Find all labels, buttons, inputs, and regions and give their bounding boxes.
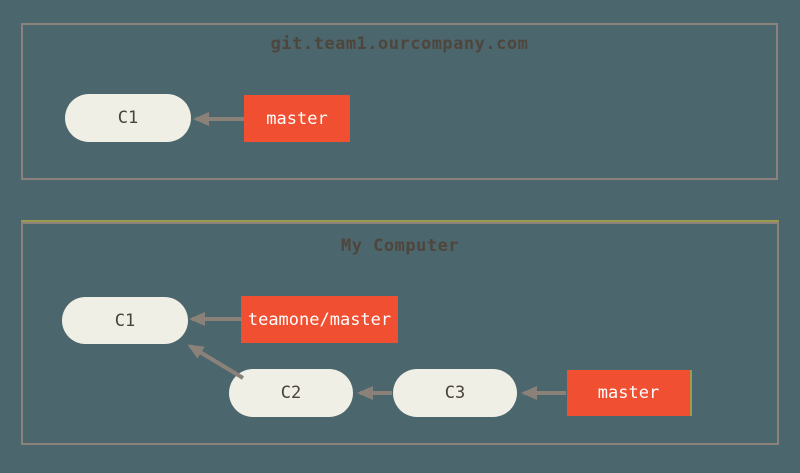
local-commit-c1: C1 bbox=[62, 297, 188, 344]
branch-label-text: master bbox=[597, 383, 660, 403]
remote-commit-c1: C1 bbox=[65, 94, 191, 142]
local-commit-c2: C2 bbox=[229, 369, 353, 417]
local-commit-c3: C3 bbox=[393, 369, 517, 417]
my-computer-title: My Computer bbox=[340, 236, 460, 256]
remote-server-panel: git.team1.ourcompany.com C1 master bbox=[21, 23, 778, 180]
my-computer-panel: My Computer C1 teamone/master C2 C3 mast… bbox=[21, 222, 779, 445]
branch-label-text: master bbox=[266, 108, 328, 129]
commit-label: C2 bbox=[280, 383, 302, 403]
remote-branch-master: master bbox=[244, 95, 350, 142]
branch-label-text: teamone/master bbox=[247, 309, 392, 330]
local-branch-master: master bbox=[567, 370, 690, 416]
commit-label: C1 bbox=[117, 108, 139, 128]
remote-server-title: git.team1.ourcompany.com bbox=[270, 34, 529, 54]
local-branch-teamone-master: teamone/master bbox=[241, 296, 398, 343]
commit-label: C1 bbox=[114, 310, 136, 331]
commit-label: C3 bbox=[444, 383, 466, 403]
